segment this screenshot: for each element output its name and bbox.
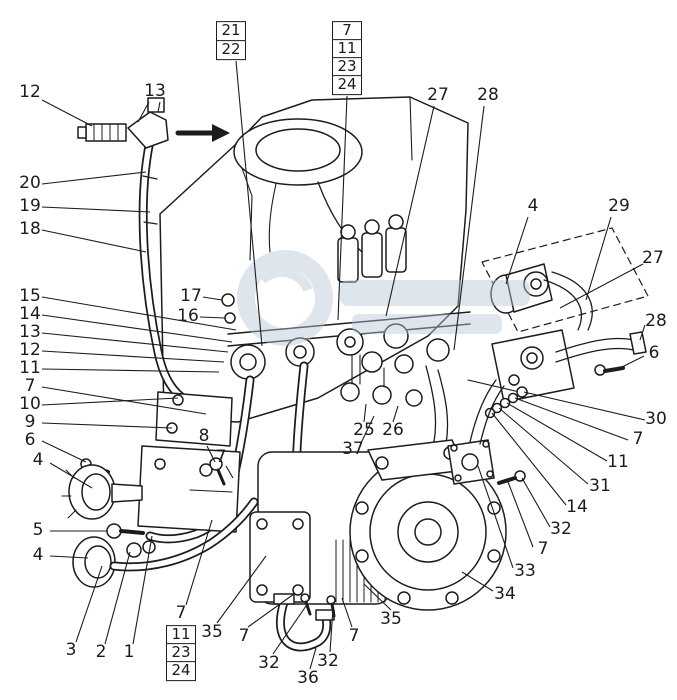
bolt-5 <box>106 523 145 539</box>
callout-35: 35 <box>380 609 402 630</box>
callout-35: 35 <box>201 622 223 643</box>
callout-6: 6 <box>24 430 36 451</box>
callout-34: 34 <box>494 584 516 605</box>
callout-6: 6 <box>648 343 660 364</box>
callout-12: 12 <box>19 340 41 361</box>
flow-arrow <box>175 124 230 142</box>
callout-7: 7 <box>348 626 360 647</box>
callout-7: 7 <box>537 539 549 560</box>
callout-13: 13 <box>144 81 166 102</box>
callout-7: 7 <box>238 626 250 647</box>
pump-sections <box>337 214 407 283</box>
callout-27: 27 <box>427 85 449 106</box>
callout-9: 9 <box>24 412 36 433</box>
callout-14: 14 <box>19 304 41 325</box>
callout-7: 7 <box>175 603 187 624</box>
callout-33: 33 <box>514 561 536 582</box>
callout-7: 7 <box>215 447 227 468</box>
callout-11: 11 <box>166 625 196 645</box>
callout-23: 23 <box>166 643 196 663</box>
callout-4: 4 <box>32 450 44 471</box>
callout-1: 1 <box>123 642 135 663</box>
cap-4-upper <box>61 464 143 520</box>
bolt-32-right <box>497 470 526 485</box>
callout-7: 7 <box>332 21 362 41</box>
callout-24: 24 <box>332 75 362 95</box>
callout-12: 12 <box>19 82 41 103</box>
callout-22: 22 <box>216 40 246 60</box>
callout-20: 20 <box>19 173 41 194</box>
callout-36: 36 <box>297 668 319 689</box>
callout-14: 14 <box>566 497 588 518</box>
callout-28: 28 <box>645 311 667 332</box>
oil-tank <box>159 96 469 423</box>
callout-7: 7 <box>24 376 36 397</box>
callout-4: 4 <box>32 545 44 566</box>
callout-26: 26 <box>382 420 404 441</box>
callout-25: 25 <box>353 420 375 441</box>
callout-11: 11 <box>607 452 629 473</box>
callout-2: 2 <box>95 642 107 663</box>
bracket-right <box>491 329 647 403</box>
callout-30: 30 <box>645 409 667 430</box>
callout-11: 11 <box>19 358 41 379</box>
callout-16: 16 <box>177 306 199 327</box>
callout-31: 31 <box>589 476 611 497</box>
callout-27: 27 <box>642 248 664 269</box>
callout-32: 32 <box>317 651 339 672</box>
callout-28: 28 <box>477 85 499 106</box>
callout-13: 13 <box>19 322 41 343</box>
callout-5: 5 <box>32 520 44 541</box>
callout-32: 32 <box>550 519 572 540</box>
callout-19: 19 <box>19 196 41 217</box>
pump-assembly <box>249 379 507 611</box>
manifold <box>227 311 471 407</box>
callout-29: 29 <box>608 196 630 217</box>
callout-11: 11 <box>332 39 362 59</box>
callout-8: 8 <box>198 426 210 447</box>
callout-15: 15 <box>19 286 41 307</box>
callout-3: 3 <box>65 640 77 661</box>
callout-7: 7 <box>632 429 644 450</box>
callout-18: 18 <box>19 219 41 240</box>
callout-10: 10 <box>19 394 41 415</box>
callout-24: 24 <box>166 661 196 681</box>
bracket-mid-left <box>155 391 233 447</box>
callout-21: 21 <box>216 21 246 41</box>
elbow-13 <box>127 97 169 149</box>
fitting-12 <box>77 123 127 142</box>
callout-4: 4 <box>527 196 539 217</box>
bolt-6-right <box>594 364 625 376</box>
callout-23: 23 <box>332 57 362 77</box>
callout-37: 37 <box>342 439 364 460</box>
callout-17: 17 <box>180 286 202 307</box>
callout-32: 32 <box>258 653 280 674</box>
